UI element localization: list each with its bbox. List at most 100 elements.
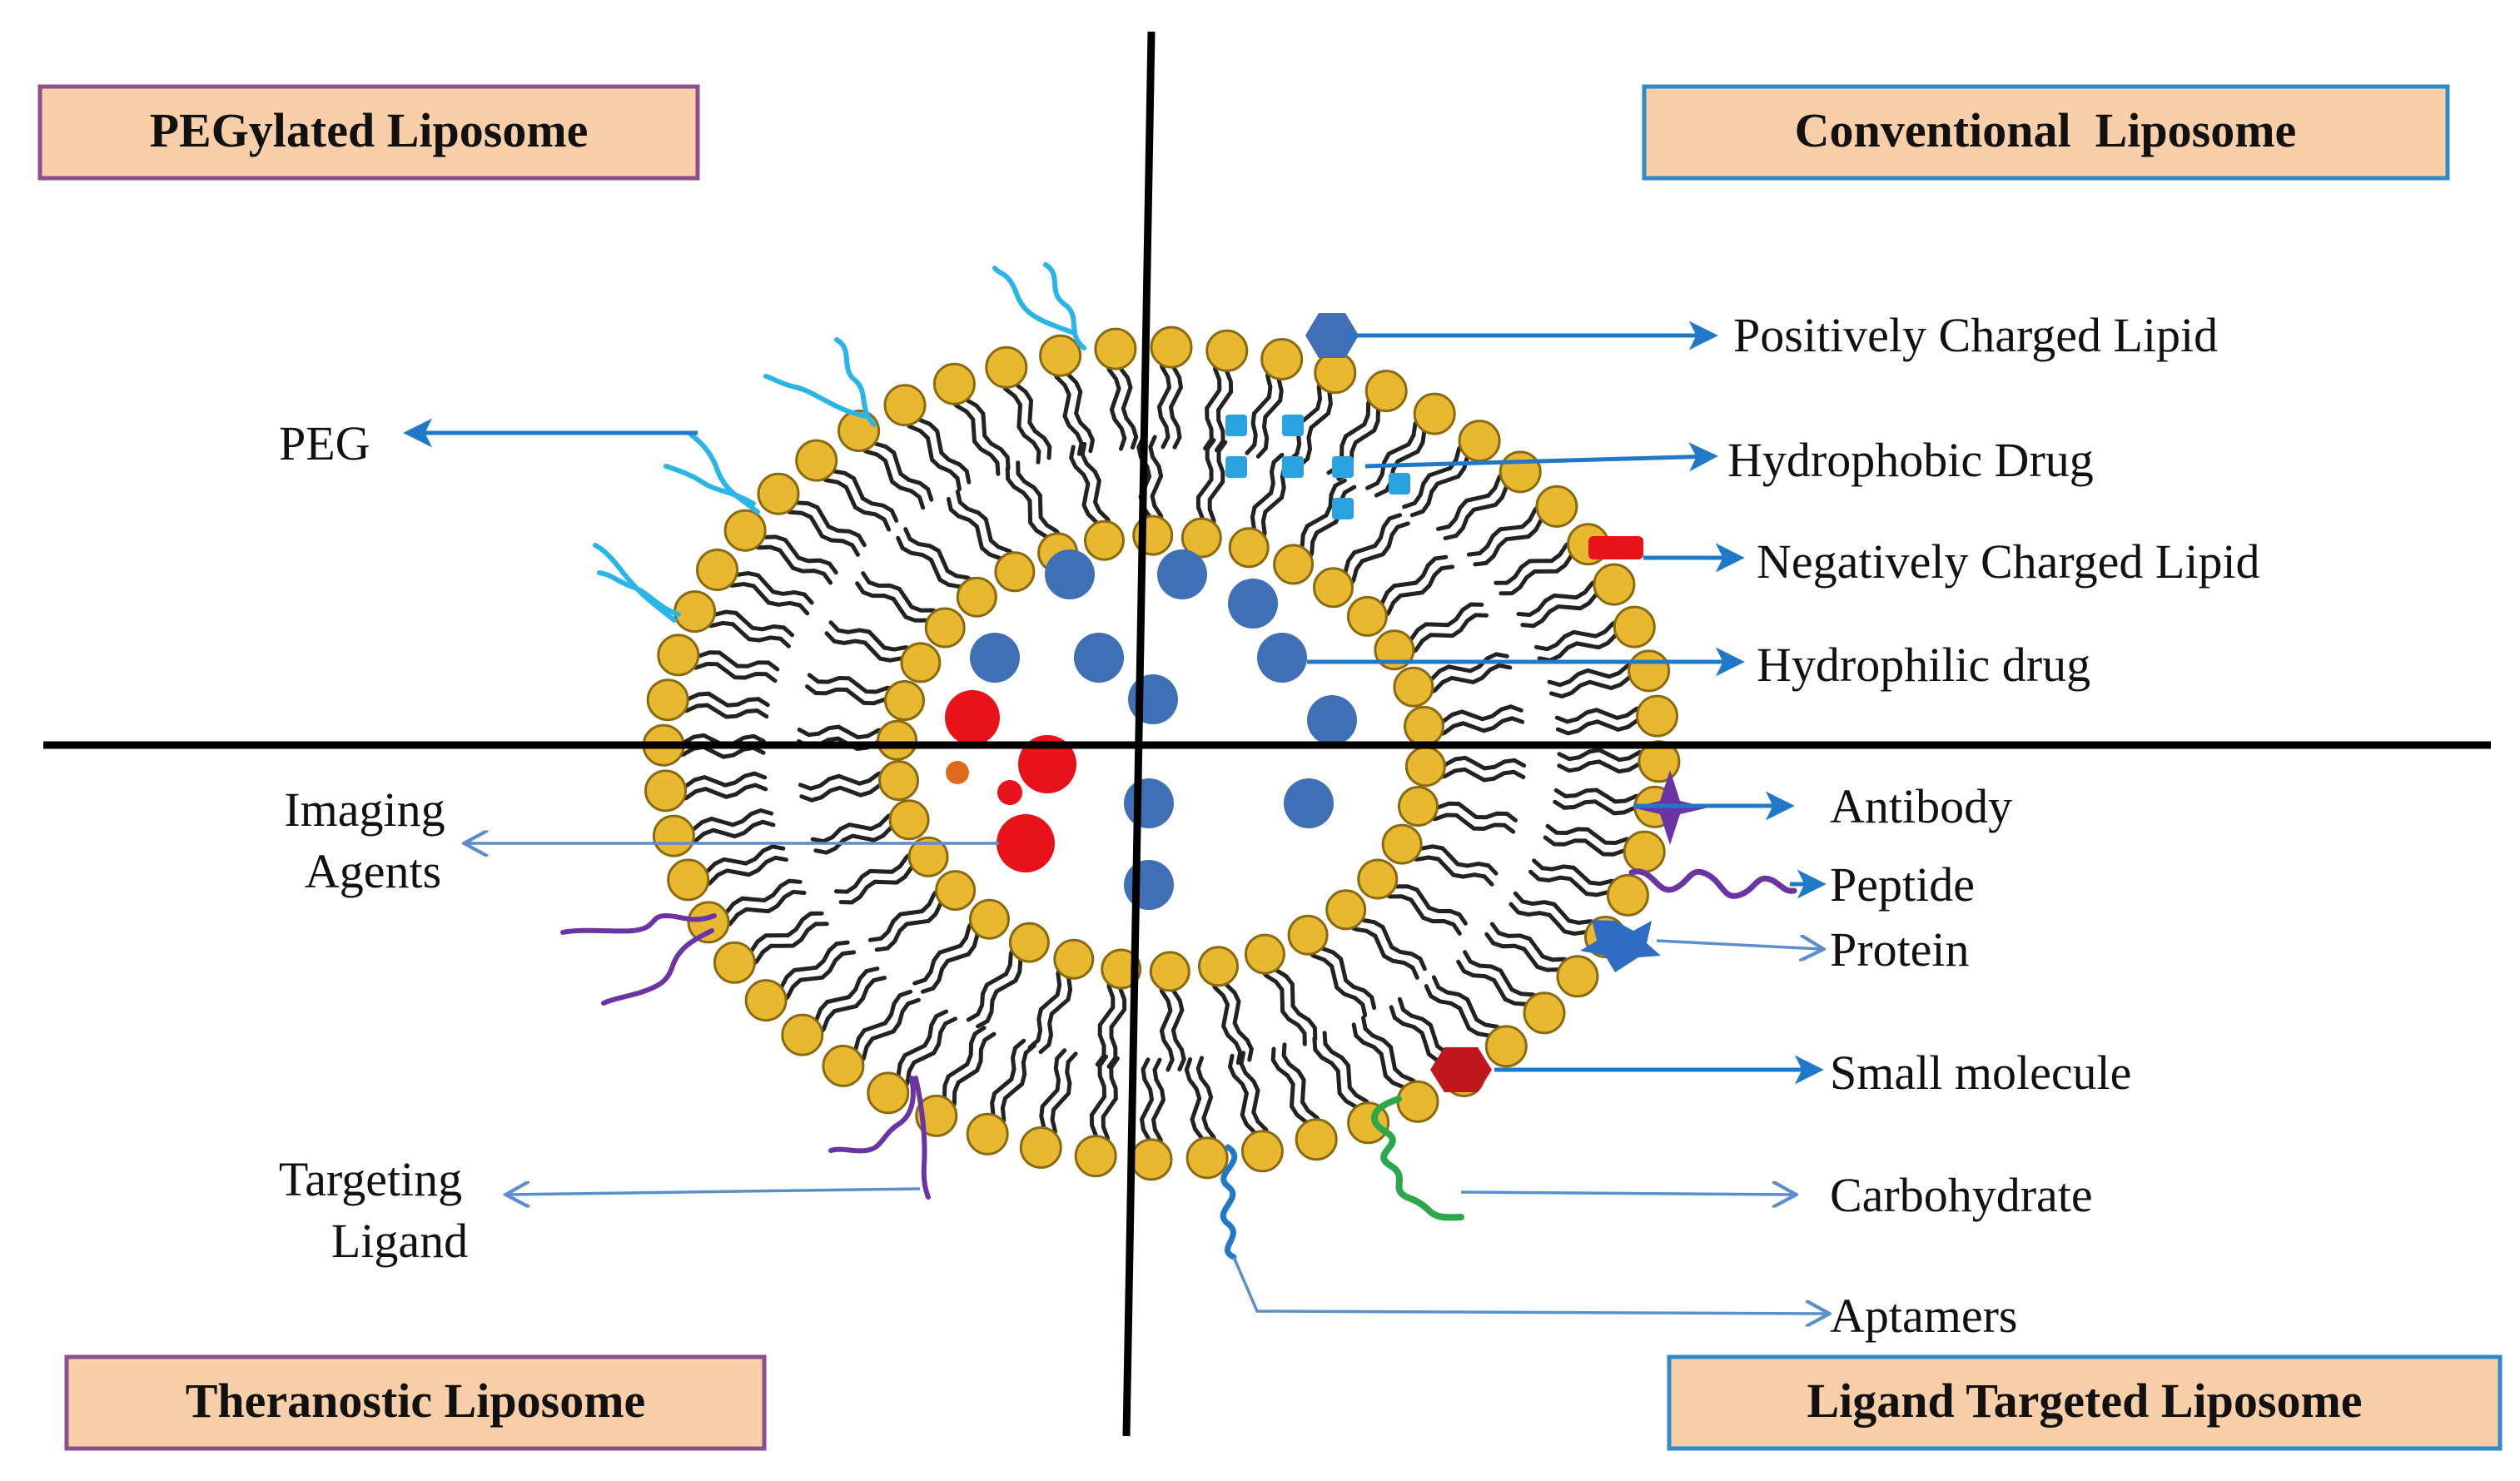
lipid-head [1205, 329, 1249, 372]
lipid-head [1404, 705, 1444, 747]
lipid-head [1039, 334, 1082, 377]
lipid-head [1613, 605, 1656, 649]
hydrophilic-drug-dot [1045, 549, 1095, 599]
lipid-head [1623, 830, 1666, 873]
lipid-head [1535, 485, 1578, 528]
lipid-head [932, 362, 976, 405]
lipid-head [1273, 544, 1315, 585]
quadrant-box-ligand-targeted: Ligand Targeted Liposome [1667, 1354, 2503, 1451]
label-peg: PEG [279, 416, 370, 470]
hydrophilic-drug-dot [1307, 695, 1357, 745]
arrow-hydrophobic-drug [1364, 442, 1718, 472]
hydrophobic-drug-square [1282, 415, 1304, 436]
lipid-head [1404, 746, 1446, 788]
quadrant-title-conventional: Conventional Liposome [1795, 103, 2297, 157]
lipid-head [1346, 595, 1388, 637]
hydrophilic-drug-dot [1257, 633, 1307, 683]
lipid-head [1295, 1118, 1338, 1161]
lipid-head [985, 345, 1028, 389]
lipid-head [657, 634, 700, 677]
hydrophilic-drug-dot [1157, 549, 1207, 599]
lipid-head [1101, 948, 1142, 990]
lipid-head [667, 858, 710, 902]
label-targeting-ligand-line2: Ligand [331, 1214, 468, 1268]
label-carbohydrate: Carbohydrate [1830, 1168, 2093, 1222]
lipid-head [1185, 1136, 1229, 1180]
peg-chain [834, 337, 877, 427]
label-targeting-ligand-line1: Targeting [279, 1152, 462, 1206]
peg-chain [664, 464, 756, 506]
lipid-head [1240, 1130, 1284, 1173]
label-peptide: Peptide [1830, 857, 1975, 912]
lipid-head [713, 941, 756, 984]
peg-chain [992, 266, 1076, 335]
lipid-head [1053, 938, 1095, 980]
imaging-agent-dot [945, 690, 1000, 745]
protein-icon [1580, 920, 1661, 972]
lipid-head [1556, 955, 1599, 998]
hydrophilic-drug-dot [1074, 633, 1124, 683]
quadrant-box-pegylated: PEGylated Liposome [37, 84, 700, 181]
lipid-head [1393, 666, 1434, 708]
imaging-agent-dot [1018, 735, 1076, 793]
hydrophobic-drug-molecules [1225, 415, 1410, 519]
aptamer-chain [1220, 1144, 1238, 1260]
arrow-aptamers [1232, 1256, 1827, 1314]
lipid-head [1628, 649, 1671, 693]
lipid-head [935, 870, 977, 912]
hydrophilic-drug-dot [1124, 778, 1174, 828]
label-imaging-agents-line2: Agents [305, 844, 441, 898]
peptide-chain [1628, 868, 1797, 899]
hydrophilic-drug-dot [970, 633, 1020, 683]
lipid-head [1325, 889, 1367, 931]
lipid-head [673, 590, 717, 634]
lipid-head [781, 1013, 824, 1056]
lipid-head [1357, 858, 1399, 900]
lipid-head [915, 1094, 958, 1137]
lipid-head [956, 576, 997, 618]
quadrant-title-pegylated: PEGylated Liposome [150, 103, 589, 157]
lipid-head [723, 509, 767, 552]
label-aptamers: Aptamers [1830, 1289, 2018, 1343]
hydrophobic-drug-square [1332, 456, 1354, 478]
lipid-head [1084, 519, 1125, 561]
hydrophobic-drug-square [1282, 456, 1304, 478]
lipid-head [1364, 370, 1408, 413]
lipid-head [1499, 450, 1542, 494]
lipid-head [1374, 629, 1415, 671]
hydrophobic-drug-square [1225, 456, 1247, 478]
lipid-head [1260, 338, 1304, 380]
lipid-head [966, 1112, 1009, 1155]
lipid-head [795, 439, 838, 482]
lipid-head [867, 1071, 910, 1115]
label-hydrophobic-drug: Hydrophobic Drug [1727, 433, 2094, 487]
lipid-head [878, 760, 919, 802]
peg-chain [763, 374, 868, 419]
lipid-head [757, 472, 800, 515]
lipid-head [1228, 527, 1270, 569]
lipid-head [1150, 326, 1193, 369]
targeting-ligand-chain [601, 928, 714, 1006]
lipid-head [1593, 563, 1636, 606]
vertical-divider [1122, 31, 1156, 1437]
lipid-head [1636, 694, 1678, 738]
annotation-arrows [403, 321, 1827, 1085]
lipid-head [1313, 567, 1354, 609]
label-antibody: Antibody [1830, 779, 2012, 833]
lipid-head [822, 1044, 865, 1087]
label-hydrophilic-drug: Hydrophilic drug [1757, 638, 2090, 692]
lipid-head [744, 979, 788, 1022]
lipid-head [1413, 392, 1456, 435]
imaging-agent-dot [997, 814, 1055, 872]
carbohydrate-chain [1371, 1096, 1464, 1221]
negatively-charged-lipid-icon [1588, 536, 1643, 559]
lipid-head [1484, 1025, 1528, 1068]
lipid-head [1396, 1080, 1439, 1123]
lipid-head [1149, 951, 1190, 992]
lipid-head [884, 680, 925, 721]
quadrant-box-theranostic: Theranostic Liposome [64, 1354, 767, 1451]
lipid-head [1074, 1135, 1117, 1178]
lipid-head [969, 898, 1010, 940]
label-small-molecule: Small molecule [1830, 1046, 2131, 1100]
